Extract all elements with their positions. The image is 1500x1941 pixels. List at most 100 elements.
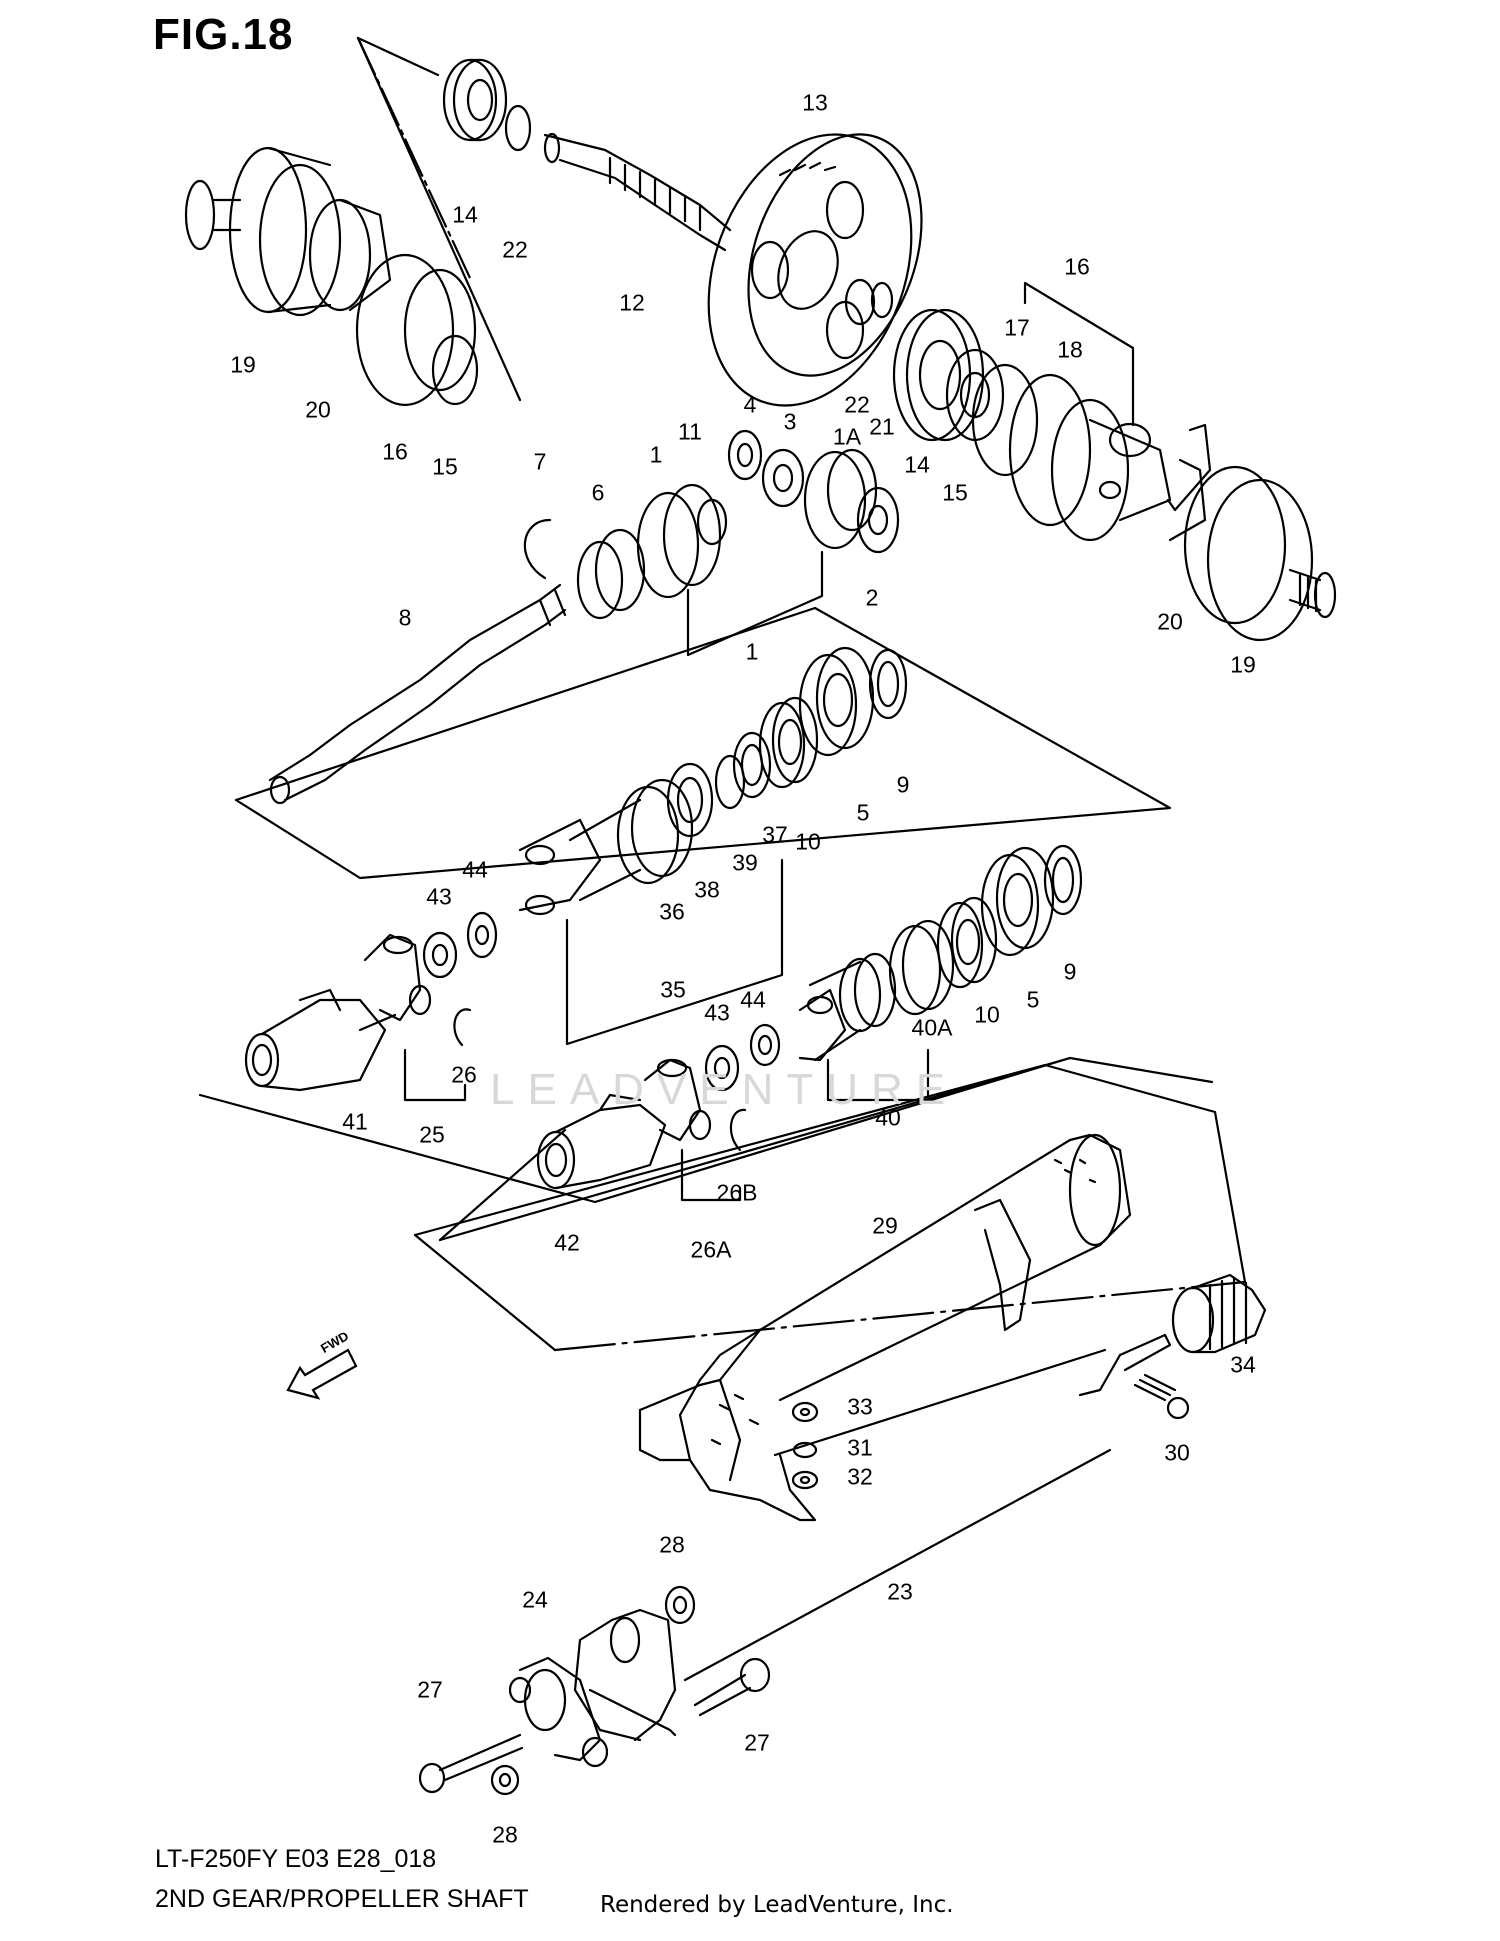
bracket-16-right <box>1023 281 1135 427</box>
bracket-26A <box>680 1148 742 1202</box>
washer-9-bottom <box>1043 844 1083 916</box>
flange-24 <box>508 1656 609 1768</box>
part-number-label: 41 <box>342 1108 368 1135</box>
part-number-label: 22 <box>844 391 870 418</box>
bearing-14-left <box>442 58 508 142</box>
part-number-label: 3 <box>783 408 797 435</box>
bearing-10-top <box>758 696 819 789</box>
part-number-label: 9 <box>896 771 910 798</box>
yoke-36 <box>518 778 694 916</box>
spider-26A <box>643 1058 712 1142</box>
drive-shaft-8 <box>268 583 567 805</box>
part-number-label: 14 <box>904 451 930 478</box>
part-number-label: 11 <box>678 418 702 445</box>
cover-29 <box>718 1133 1132 1402</box>
yoke-41 <box>244 988 397 1092</box>
figure-title: FIG.18 <box>153 10 294 59</box>
circlip-26B <box>729 1108 747 1152</box>
gear-1-and-ring-11 <box>636 483 728 599</box>
part-number-label: 19 <box>1230 651 1256 678</box>
part-number-label: 16 <box>1064 253 1090 280</box>
boot-34 <box>1171 1273 1267 1354</box>
frame-propeller-cover <box>413 1063 1247 1352</box>
part-number-label: 9 <box>1063 958 1077 985</box>
circlip-26 <box>453 1008 472 1047</box>
forward-arrow-icon <box>286 1348 358 1400</box>
part-number-label: 16 <box>382 438 408 465</box>
part-number-label: 6 <box>591 479 605 506</box>
bolt-30 <box>1133 1373 1190 1420</box>
part-number-label: 26B <box>716 1179 758 1206</box>
part-number-label: 5 <box>856 799 870 826</box>
bevel-pinion-shaft-12 <box>543 132 732 252</box>
bracket-25 <box>403 1048 467 1102</box>
assembly-name: 2ND GEAR/PROPELLER SHAFT <box>155 1885 529 1913</box>
part-number-label: 5 <box>1026 986 1040 1013</box>
part-number-label: 31 <box>847 1434 873 1461</box>
circlip-7 <box>523 518 552 580</box>
part-number-label: 34 <box>1230 1351 1256 1378</box>
circlip-22-right <box>844 278 876 326</box>
part-number-label: 38 <box>694 876 720 903</box>
part-number-label: 21 <box>869 413 895 440</box>
universal-joint-assembly-16-left <box>184 146 479 407</box>
axle-cup-19-right <box>1183 465 1337 642</box>
part-number-label: 35 <box>660 976 686 1003</box>
part-number-label: 15 <box>942 479 968 506</box>
part-number-label: 29 <box>872 1212 898 1239</box>
part-number-label: 4 <box>743 391 757 418</box>
ring-40A <box>888 919 955 1016</box>
part-number-label: 13 <box>802 89 828 116</box>
seal-5-bottom <box>980 846 1055 957</box>
part-number-label: 44 <box>462 856 488 883</box>
spider-25 <box>363 933 432 1022</box>
washer-44-right <box>749 1023 781 1067</box>
nut-28-top <box>664 1585 696 1625</box>
part-number-label: 28 <box>659 1531 685 1558</box>
part-number-label: 10 <box>974 1001 1000 1028</box>
part-number-label: 15 <box>432 453 458 480</box>
model-code: LT-F250FY E03 E28_018 <box>155 1845 437 1873</box>
circlip-21 <box>870 281 894 319</box>
bolt-27-right <box>693 1657 771 1717</box>
circlip-22-left <box>504 104 532 152</box>
frame-shaft-group <box>234 606 1172 880</box>
washer-44-left <box>466 911 498 959</box>
nut-28-bottom <box>490 1764 520 1796</box>
frame-bottom <box>588 1688 677 1737</box>
nut-33 <box>791 1401 819 1423</box>
washer-3 <box>761 448 805 508</box>
nut-43-left <box>422 931 458 979</box>
boot-20-right <box>1166 423 1212 512</box>
bearing-10-bottom <box>936 896 998 989</box>
part-number-label: 14 <box>452 201 478 228</box>
case-23 <box>638 1328 1172 1522</box>
part-number-label: 20 <box>305 396 331 423</box>
part-number-label: 36 <box>659 898 685 925</box>
ring-39 <box>714 754 746 810</box>
yoke-42 <box>536 1093 667 1190</box>
seal-5-top <box>798 646 875 757</box>
part-number-label: 19 <box>230 351 256 378</box>
part-number-label: 27 <box>744 1729 770 1756</box>
render-credit: Rendered by LeadVenture, Inc. <box>600 1892 954 1918</box>
watermark-text: LEADVENTURE <box>490 1065 959 1114</box>
part-number-label: 22 <box>502 236 528 263</box>
part-number-label: 2 <box>865 584 879 611</box>
nut-43-right <box>704 1044 740 1092</box>
part-number-label: 28 <box>492 1821 518 1848</box>
part-number-label: 1A <box>832 423 862 450</box>
bracket-16-triangle <box>356 36 522 402</box>
part-number-label: 40A <box>911 1014 953 1041</box>
joint-24 <box>573 1608 677 1742</box>
part-number-label: 26A <box>690 1236 732 1263</box>
part-number-label: 40 <box>875 1104 901 1131</box>
ring-37 <box>732 731 772 799</box>
bolt-27-left <box>418 1733 524 1794</box>
part-number-label: 7 <box>533 448 547 475</box>
bracket-1 <box>686 550 824 657</box>
part-number-label: 8 <box>398 604 412 631</box>
part-number-label: 43 <box>704 999 730 1026</box>
part-number-label: 27 <box>417 1676 443 1703</box>
